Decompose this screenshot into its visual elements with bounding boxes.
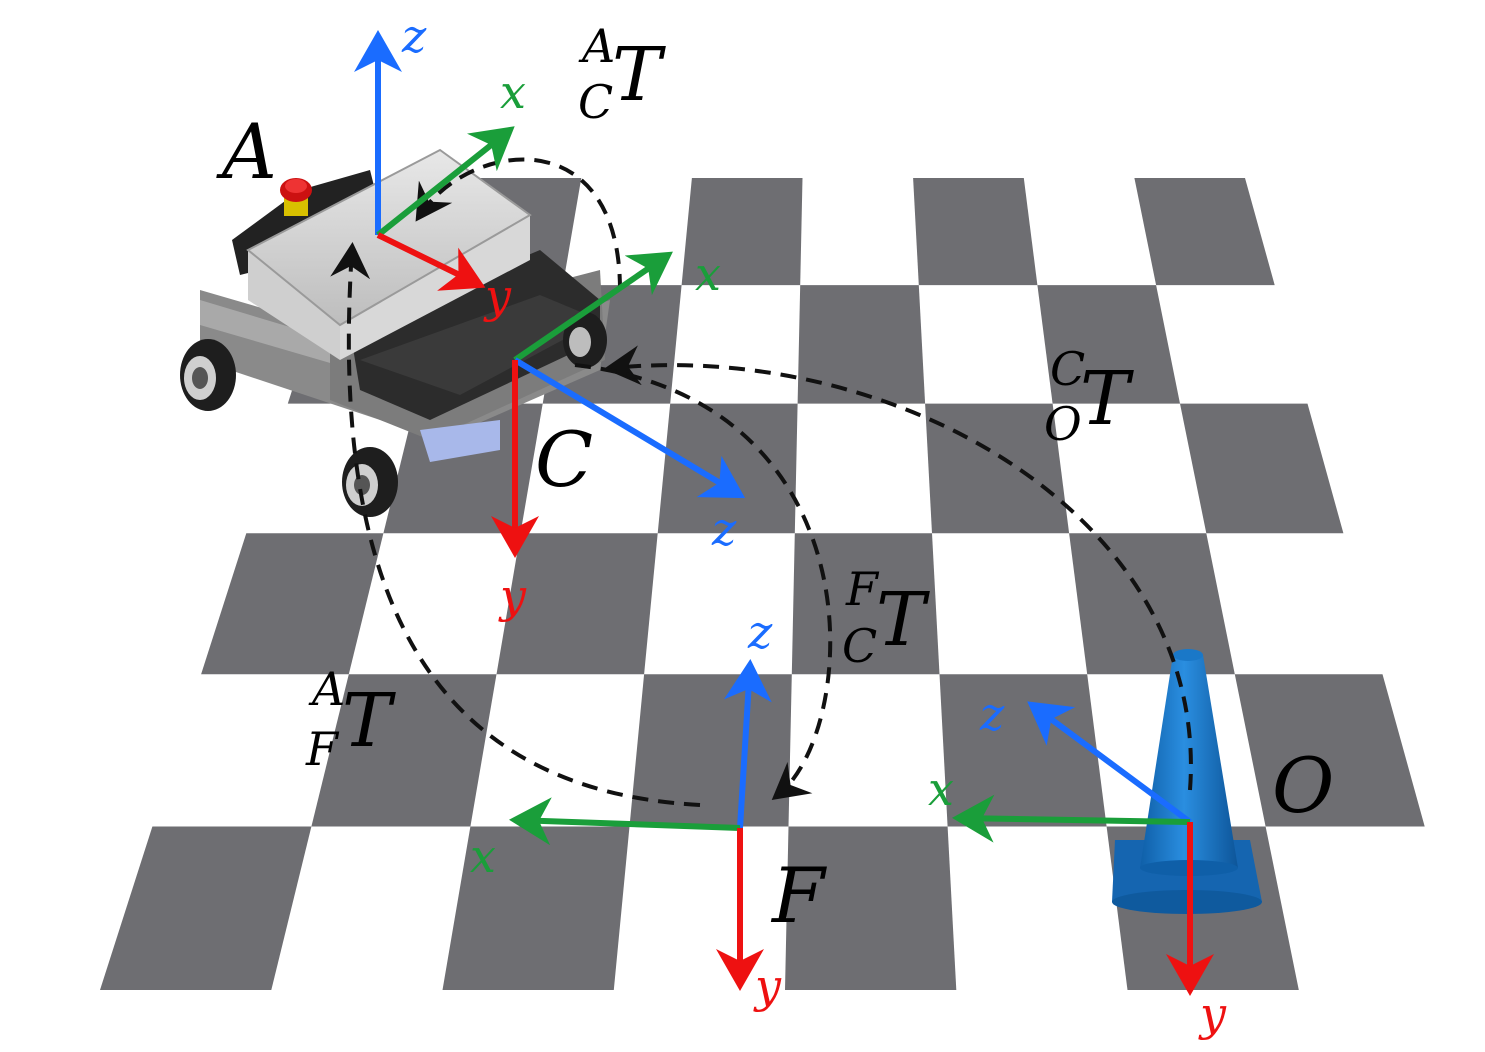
- svg-text:T: T: [1080, 356, 1134, 442]
- robot-wheel: [563, 312, 607, 368]
- arc-a-f: [330, 242, 701, 807]
- frame-c-z-label: z: [711, 502, 737, 556]
- frame-c-y-label: y: [498, 569, 527, 623]
- floor-tile: [681, 178, 803, 286]
- frame-c-x-axis: [513, 251, 673, 363]
- frame-f-x-axis: [509, 797, 741, 846]
- frame-c-axes: [491, 251, 746, 558]
- floor-tile: [311, 674, 497, 827]
- floor-tile: [496, 533, 658, 675]
- floor-tile: [1037, 285, 1180, 404]
- svg-text:T: T: [612, 32, 666, 118]
- floor-tile: [100, 826, 312, 990]
- svg-text:A: A: [578, 19, 615, 73]
- frame-o-label: O: [1272, 741, 1334, 830]
- floor-tile: [442, 826, 630, 990]
- frame-f-y-label: y: [753, 959, 782, 1013]
- svg-text:O: O: [1044, 397, 1082, 451]
- frame-o-x-axis: [952, 794, 1191, 843]
- frame-c-z-axis: [513, 357, 746, 499]
- svg-text:T: T: [342, 678, 396, 764]
- frame-c-label: C: [535, 415, 593, 504]
- robot-wheel: [342, 447, 398, 517]
- frame-f-label: F: [770, 851, 827, 940]
- transform-label-c-o: C O T: [1044, 342, 1134, 451]
- frame-a-label: A: [216, 107, 277, 196]
- floor-tile: [629, 674, 792, 827]
- transform-label-a-f: A F T: [305, 662, 396, 776]
- svg-text:C: C: [578, 75, 613, 129]
- transform-arcs: [330, 157, 1193, 807]
- frame-o-axes: [952, 701, 1214, 996]
- floor-tile: [785, 826, 957, 990]
- transform-labels: A C T C O T F C T A F T: [305, 19, 1134, 776]
- floor-tile: [201, 533, 384, 675]
- svg-text:C: C: [1050, 342, 1085, 396]
- svg-text:C: C: [842, 619, 877, 673]
- frame-labels: A C F O: [216, 107, 1334, 940]
- svg-text:F: F: [845, 562, 880, 616]
- frame-a-z-label: z: [401, 9, 427, 63]
- floor-tile: [939, 674, 1107, 827]
- axis-labels: z x y x z y z x y z x y: [401, 9, 1227, 1041]
- arc-a-c: [415, 157, 622, 291]
- frame-o-y-label: y: [1198, 987, 1227, 1041]
- frame-a-y-axis: [376, 232, 486, 291]
- frame-a-axes: [354, 30, 515, 291]
- floor-tile: [913, 178, 1038, 286]
- floor-tile: [791, 533, 940, 675]
- frame-c-x-label: x: [695, 247, 721, 301]
- floor-tile: [1134, 178, 1275, 286]
- svg-text:F: F: [305, 722, 340, 776]
- frame-o-z-axis: [1027, 701, 1192, 825]
- floor-tile: [1234, 674, 1425, 827]
- frame-o-x-label: x: [928, 762, 954, 816]
- transform-label-a-c: A C T: [578, 19, 666, 129]
- frame-f-axes: [509, 659, 772, 991]
- arc-c-o: [604, 345, 1193, 791]
- floor-tile: [797, 285, 926, 404]
- frame-o-z-label: z: [979, 687, 1005, 741]
- robot-wheel: [180, 339, 236, 411]
- frame-a-x-label: x: [500, 65, 526, 119]
- frame-a-x-axis: [376, 126, 515, 238]
- svg-text:T: T: [876, 577, 930, 663]
- svg-text:A: A: [308, 662, 345, 716]
- arc-f-c: [574, 363, 833, 800]
- transform-label-f-c: F C T: [842, 562, 930, 673]
- frame-f-z-label: z: [747, 605, 773, 659]
- frame-a-y-label: y: [483, 269, 512, 323]
- frame-f-z-axis: [723, 659, 772, 829]
- floor-tile: [1069, 533, 1235, 675]
- frame-f-x-label: x: [470, 829, 496, 883]
- floor-tile: [1180, 403, 1344, 534]
